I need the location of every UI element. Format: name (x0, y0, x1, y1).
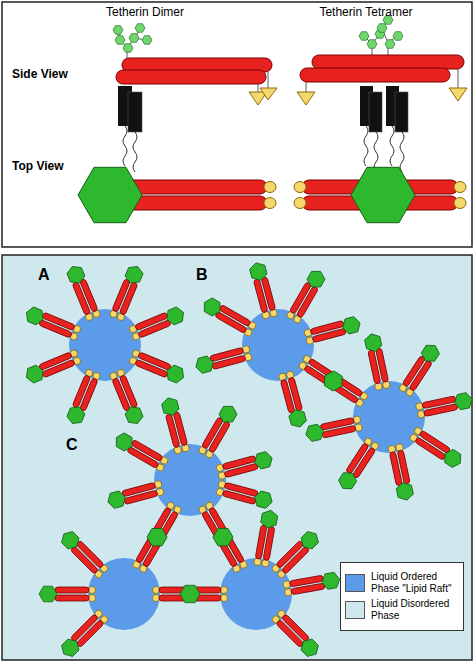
legend-swatch (345, 574, 365, 592)
row-label: Side View (12, 68, 102, 82)
tetramer-top (294, 167, 466, 222)
panel-letter: C (66, 436, 86, 454)
tetherin-dimers (194, 261, 474, 502)
tetramer-side (297, 16, 467, 172)
legend-row: Liquid Ordered Phase "Lipid Raft" (345, 571, 459, 595)
legend: Liquid Ordered Phase "Lipid Raft" Liquid … (340, 562, 464, 631)
row-label: Top View (12, 160, 102, 174)
panel-letter: A (38, 266, 58, 284)
panel-heading: Tetherin Tetramer (296, 6, 436, 20)
panel-heading: Tetherin Dimer (80, 6, 210, 20)
tetherin-dimers (23, 263, 186, 426)
legend-text: Liquid Ordered Phase "Lipid Raft" (371, 571, 459, 595)
dimer-top (78, 167, 276, 222)
tetherin-dimers (39, 396, 341, 660)
legend-text: Liquid Disordered Phase (371, 598, 459, 622)
legend-row: Liquid Disordered Phase (345, 598, 459, 622)
dimer-side (113, 24, 277, 172)
panel-letter: B (196, 266, 216, 284)
legend-swatch (345, 601, 365, 619)
